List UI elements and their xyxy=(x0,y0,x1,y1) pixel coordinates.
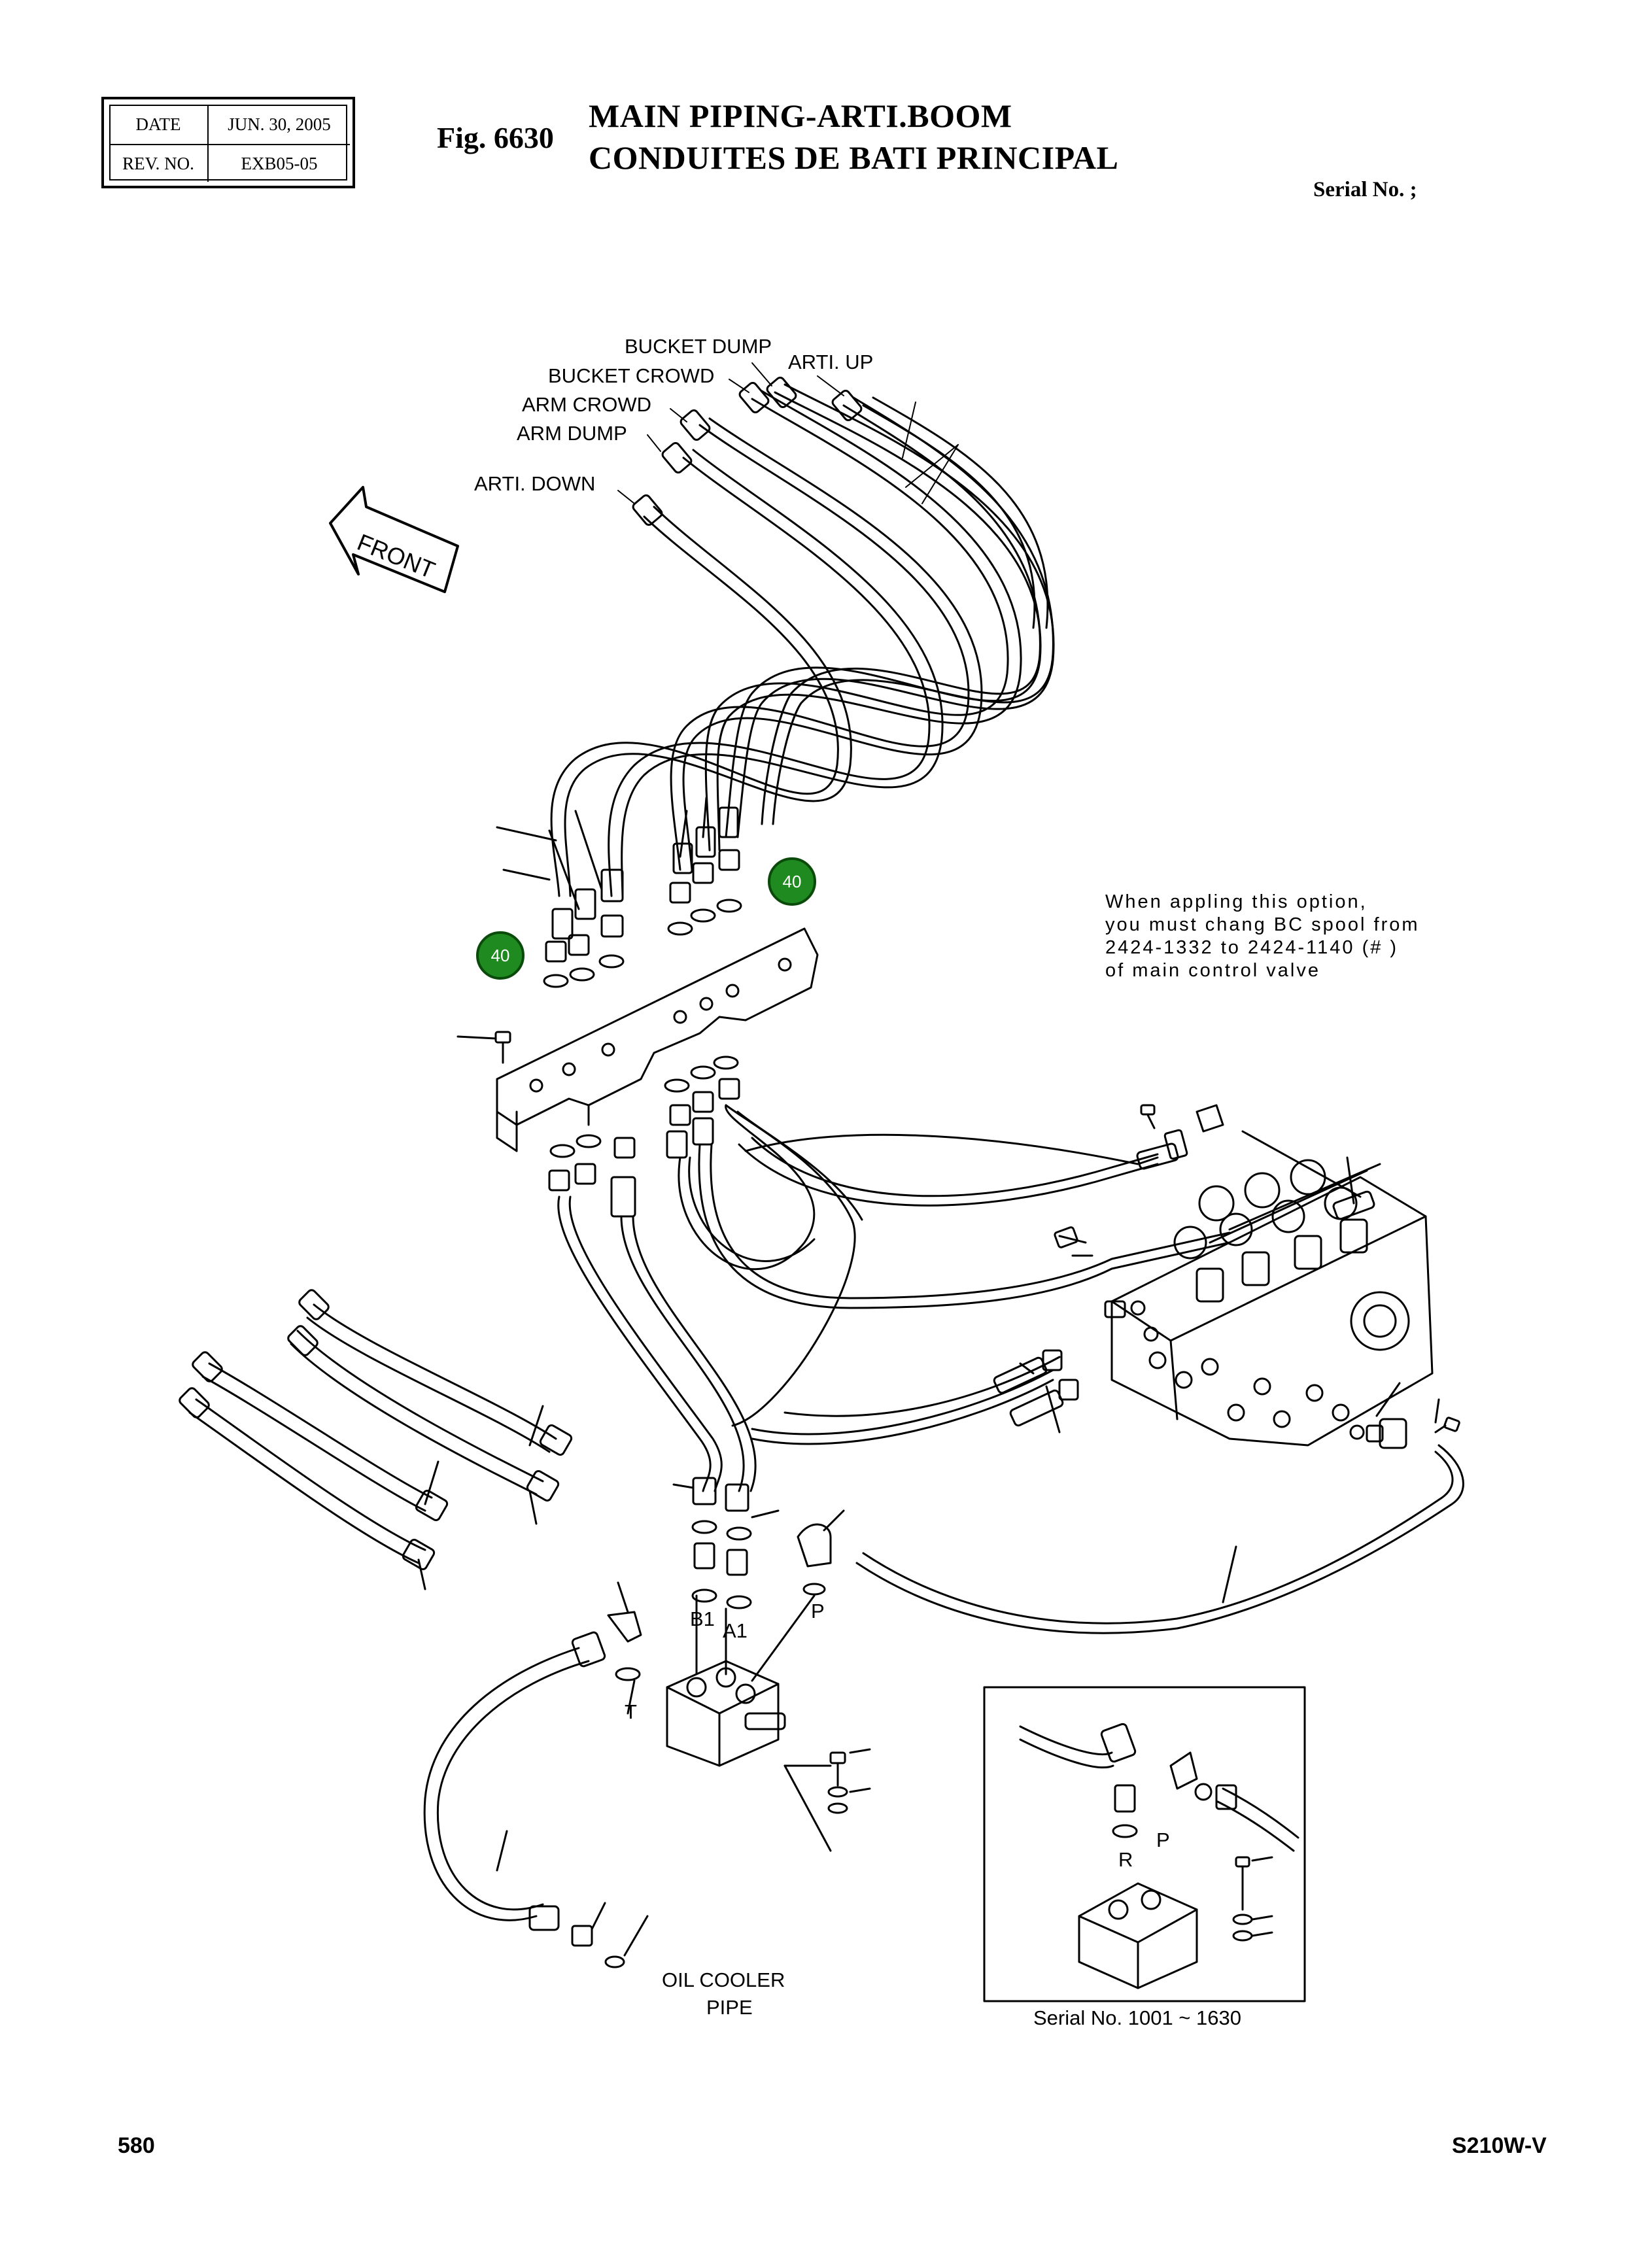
main-control-valve xyxy=(1054,1159,1434,1447)
figure-number: Fig. 6630 xyxy=(437,121,554,154)
lower-hose-bundle xyxy=(557,1104,1231,1492)
revision-table: DATE JUN. 30, 2005 REV. NO. EXB05-05 xyxy=(101,97,355,188)
manifold-bracket xyxy=(496,927,819,1152)
note-line: When appling this option, xyxy=(1105,891,1368,912)
page-number: 580 xyxy=(118,2133,155,2158)
note-line: you must chang BC spool from xyxy=(1105,914,1420,935)
oil-cooler-label: OIL COOLER xyxy=(662,1968,785,1991)
option-valve-assembly xyxy=(627,1477,871,1852)
loose-hoses-left xyxy=(179,1289,573,1590)
inset-port-label-p: P xyxy=(1156,1828,1170,1851)
page-title-french: CONDUITES DE BATI PRINCIPAL xyxy=(589,139,1119,176)
serial-label: Serial No. ; xyxy=(1313,178,1417,201)
model-number: S210W-V xyxy=(1452,2133,1547,2158)
label-bucket-dump: BUCKET DUMP xyxy=(625,335,772,358)
label-arti-up: ARTI. UP xyxy=(788,351,874,373)
return-pipe xyxy=(855,1382,1464,1634)
callout-badge-40: 40 xyxy=(476,931,525,980)
note-line: 2424-1332 to 2424-1140 (# ) xyxy=(1105,937,1399,958)
manifold-bolt xyxy=(456,1031,511,1064)
label-arti-down: ARTI. DOWN xyxy=(474,472,596,495)
manifold-lower-fittings xyxy=(548,1056,740,1218)
port-label-p: P xyxy=(811,1600,825,1622)
option-note: When appling this option, you must chang… xyxy=(1105,891,1420,982)
inset-port-label-r: R xyxy=(1118,1848,1133,1871)
rev-label: REV. NO. xyxy=(122,153,194,173)
date-value: JUN. 30, 2005 xyxy=(228,114,331,134)
port-label-t: T xyxy=(625,1700,637,1723)
inset-frame xyxy=(983,1686,1306,2002)
date-label: DATE xyxy=(135,114,181,134)
port-label-a1: A1 xyxy=(723,1619,748,1642)
page-title: MAIN PIPING-ARTI.BOOM xyxy=(589,97,1012,134)
label-leaders xyxy=(617,362,959,504)
callout-badge-40: 40 xyxy=(768,857,816,906)
valve-feed-hoses xyxy=(744,1104,1375,1434)
label-arm-crowd: ARM CROWD xyxy=(522,393,652,416)
oil-cooler-label: PIPE xyxy=(706,1996,753,2019)
port-label-b1: B1 xyxy=(690,1607,715,1630)
front-arrow xyxy=(329,486,459,593)
note-line: of main control valve xyxy=(1105,960,1320,981)
upper-hose-bundle xyxy=(550,383,1055,897)
label-bucket-crowd: BUCKET CROWD xyxy=(548,364,715,387)
inset-serial-label: Serial No. 1001 ~ 1630 xyxy=(1033,2006,1241,2029)
revision-table-divider xyxy=(109,144,350,145)
oil-cooler-hose xyxy=(423,1581,649,1968)
revision-table-inner-border xyxy=(109,105,347,180)
revision-table-divider xyxy=(207,105,209,182)
upper-hose-fittings xyxy=(632,376,863,526)
rev-value: EXB05-05 xyxy=(241,153,318,173)
label-arm-dump: ARM DUMP xyxy=(517,422,627,445)
manifold-upper-fittings xyxy=(496,797,742,988)
